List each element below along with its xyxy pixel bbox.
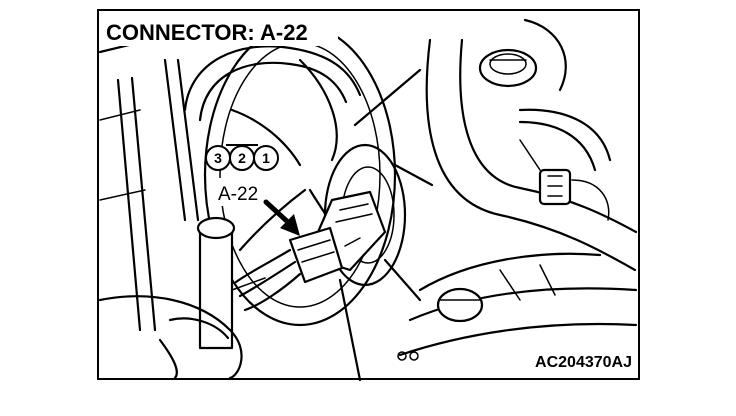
- connector-callout-label: A-22: [218, 184, 258, 205]
- pin-1-circle: [253, 145, 279, 171]
- pin-3-label: 3: [214, 150, 222, 166]
- diagram-title: CONNECTOR: A-22: [106, 20, 308, 45]
- arrow-icon: [263, 199, 300, 236]
- connector-pin-diagram: 3 2 1: [205, 144, 279, 171]
- pin-2-label: 2: [238, 150, 246, 166]
- figure-code: AC204370AJ: [535, 354, 632, 371]
- pin-1-label: 1: [262, 150, 270, 166]
